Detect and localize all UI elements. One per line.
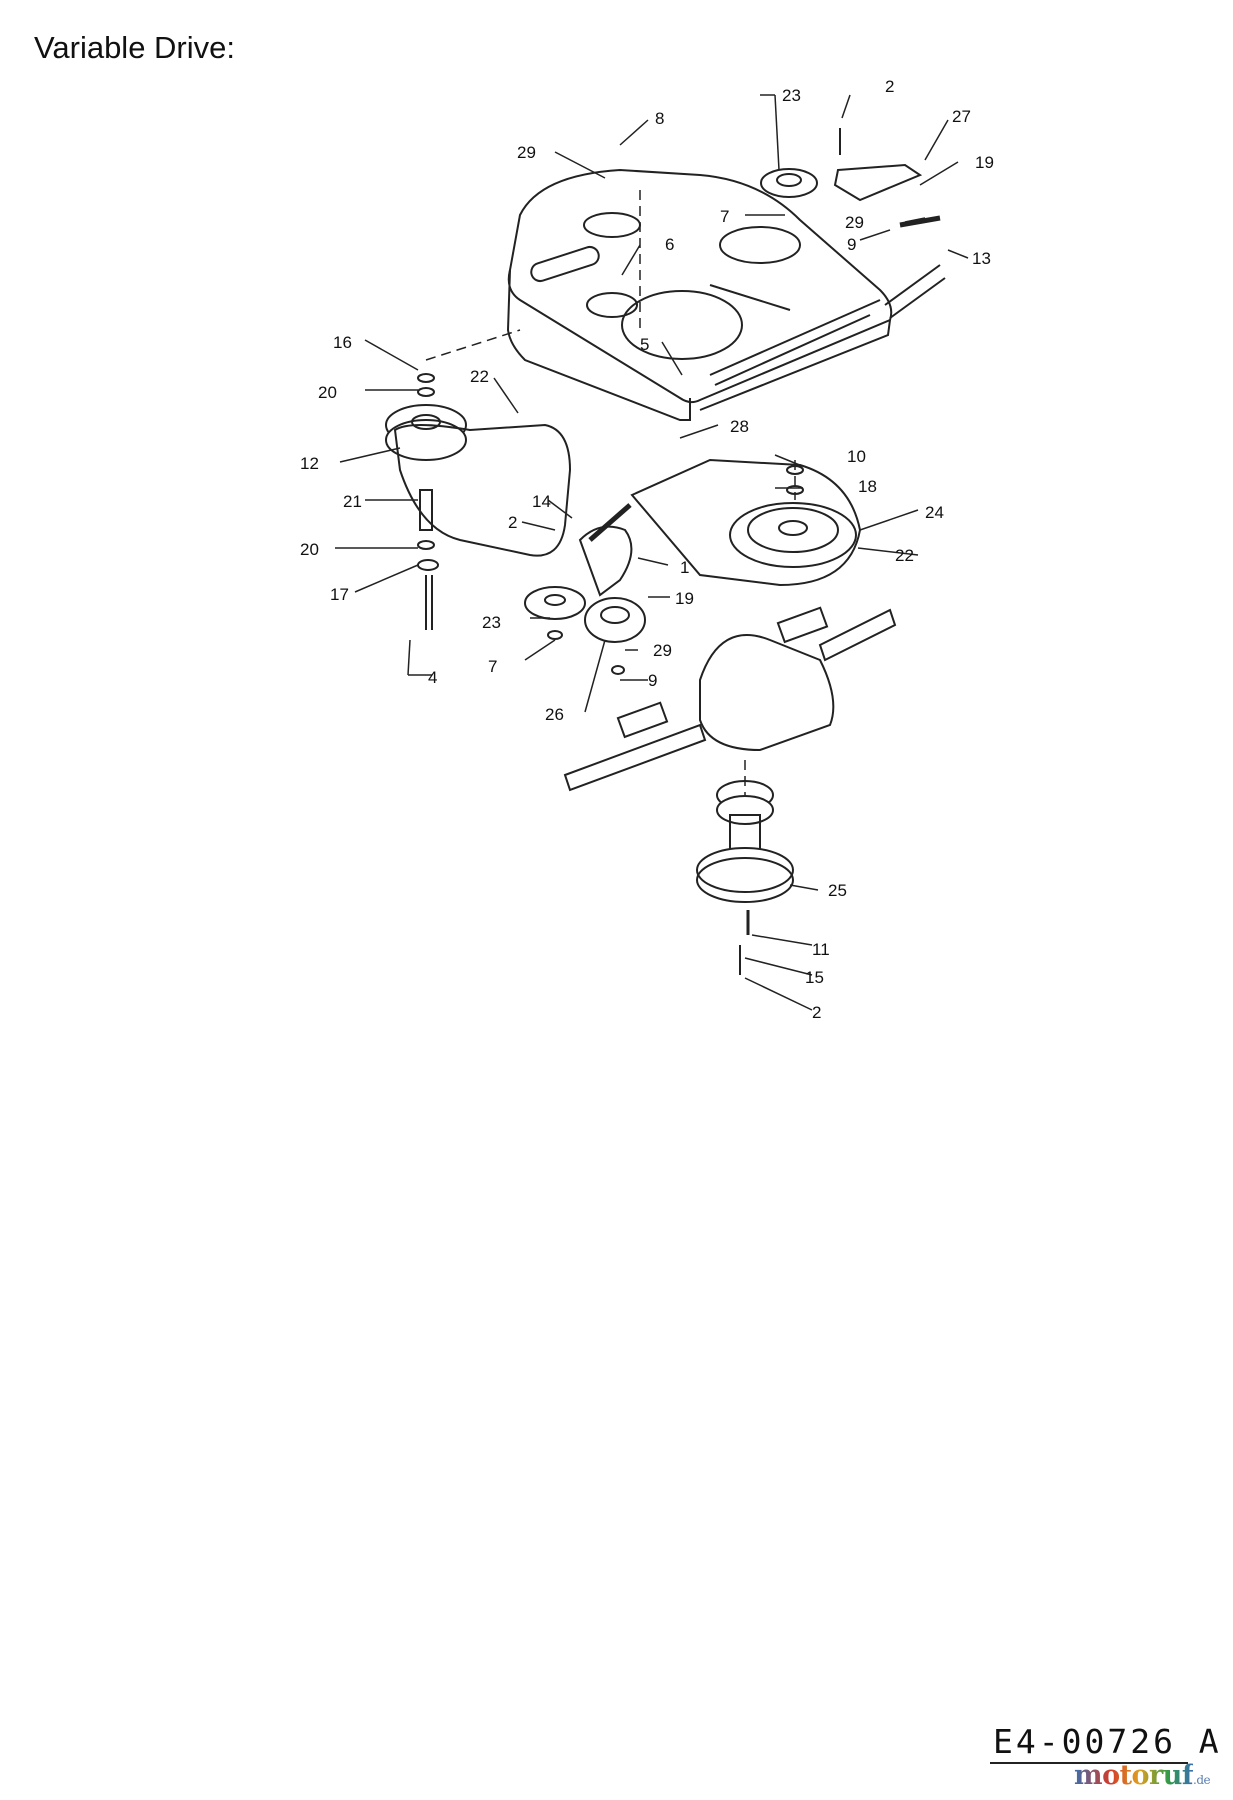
upper-idler-pulley — [760, 168, 818, 198]
callout-23-bottom: 23 — [482, 613, 501, 632]
callout-12: 12 — [300, 454, 319, 473]
callout-19-top: 19 — [975, 153, 994, 172]
callout-7-bottom: 7 — [488, 657, 497, 676]
callout-5: 5 — [640, 335, 649, 354]
drawing-code: E4-00726 A — [993, 1722, 1222, 1761]
assembly-lines — [425, 190, 796, 795]
callout-29-top: 29 — [517, 143, 536, 162]
callout-8: 8 — [655, 109, 664, 128]
callout-29-bottom: 29 — [653, 641, 672, 660]
callout-18: 18 — [858, 477, 877, 496]
callout-9-bottom: 9 — [648, 671, 657, 690]
callout-22-left: 22 — [470, 367, 489, 386]
callout-20-bottom: 20 — [300, 540, 319, 559]
callout-16: 16 — [333, 333, 352, 352]
callout-10: 10 — [847, 447, 866, 466]
brand-tld: .de — [1193, 1773, 1211, 1787]
callout-25: 25 — [828, 881, 847, 900]
callout-2-mid: 2 — [508, 513, 517, 532]
callout-22-right: 22 — [895, 546, 914, 565]
callout-labels: 23 2 27 8 29 19 7 29 9 13 6 16 5 22 20 2… — [300, 77, 994, 1022]
callout-27: 27 — [952, 107, 971, 126]
callout-14: 14 — [532, 492, 551, 511]
callout-15: 15 — [805, 968, 824, 987]
callout-17: 17 — [330, 585, 349, 604]
large-drive-pulley — [729, 465, 857, 568]
callout-24: 24 — [925, 503, 944, 522]
leader-lines — [335, 94, 969, 1011]
brand-logo[interactable]: motoruf.de — [1074, 1760, 1211, 1791]
callout-23-top: 23 — [782, 86, 801, 105]
drive-belt-right — [630, 458, 862, 587]
callout-2-bottom: 2 — [812, 1003, 821, 1022]
callout-6: 6 — [665, 235, 674, 254]
callout-11: 11 — [812, 940, 830, 959]
drive-belt-left — [393, 423, 572, 557]
page-title: Variable Drive: — [34, 30, 236, 65]
callout-1: 1 — [680, 558, 689, 577]
callout-26: 26 — [545, 705, 564, 724]
brand-name: motoruf — [1074, 1760, 1194, 1791]
idler-arm — [524, 503, 646, 675]
callout-21: 21 — [343, 492, 362, 511]
callout-29-right: 29 — [845, 213, 864, 232]
left-pulley-assembly — [385, 373, 467, 630]
callout-2-top: 2 — [885, 77, 894, 96]
callout-7-top: 7 — [720, 207, 729, 226]
callout-4: 4 — [428, 668, 437, 687]
callout-28: 28 — [730, 417, 749, 436]
callout-13: 13 — [972, 249, 991, 268]
drawing-code-underline — [990, 1762, 1188, 1764]
callout-20-top: 20 — [318, 383, 337, 402]
callout-9-right: 9 — [847, 235, 856, 254]
transaxle-pulley — [696, 780, 794, 975]
idler-bracket — [833, 128, 941, 228]
drive-plate — [506, 168, 946, 421]
transaxle — [563, 606, 897, 792]
callout-19-bottom: 19 — [675, 589, 694, 608]
